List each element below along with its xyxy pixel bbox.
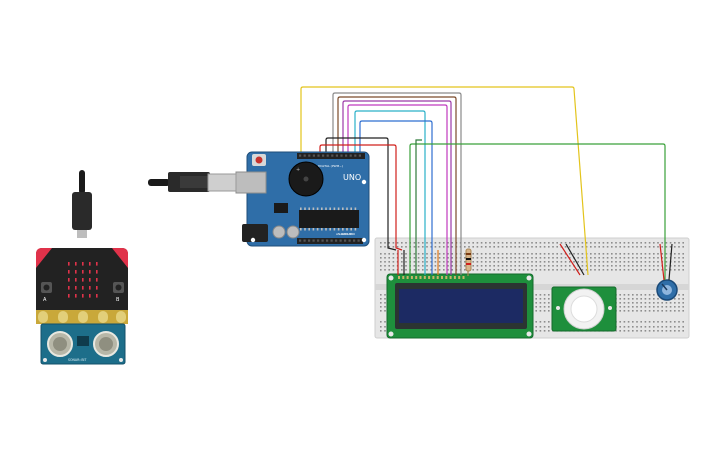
pir-sensor[interactable] <box>551 286 617 332</box>
arduino-digital-label: DIGITAL (PWM~) <box>318 164 343 168</box>
arduino-atmega-chip <box>299 210 359 228</box>
wire-blue[interactable] <box>359 120 433 275</box>
microbit-button-a-label: A <box>43 297 47 303</box>
lcd-display[interactable] <box>386 273 534 339</box>
microbit-button-b[interactable] <box>113 282 124 293</box>
microbit-button-b-label: B <box>116 297 120 303</box>
lcd-screen <box>399 289 523 323</box>
piezo-buzzer[interactable]: + <box>288 161 324 197</box>
wire-green[interactable] <box>409 143 666 280</box>
wire-cyan[interactable] <box>354 110 426 275</box>
wire-brown[interactable] <box>337 96 457 275</box>
wire-gray[interactable] <box>332 92 462 275</box>
resistor[interactable] <box>465 248 472 272</box>
arduino-brand-text: ARDUINO <box>341 232 356 236</box>
wires <box>300 86 673 281</box>
wire-black[interactable] <box>325 137 397 251</box>
usb-cable-arduino[interactable] <box>148 172 237 192</box>
svg-text:+: + <box>296 167 300 173</box>
wire-pir-red[interactable] <box>559 243 581 276</box>
wire-magenta[interactable] <box>347 104 448 275</box>
wire-pot-black[interactable] <box>668 243 673 281</box>
arduino-power-jack[interactable] <box>242 224 268 242</box>
microbit-button-a[interactable] <box>41 282 52 293</box>
sonar-bit-label: SONAR::BIT <box>68 358 86 362</box>
lcd-pins <box>398 276 465 279</box>
wire-pot-red[interactable] <box>659 243 665 281</box>
wire-pir-black[interactable] <box>565 243 585 276</box>
usb-cable-microbit[interactable] <box>72 170 92 238</box>
wire-red[interactable] <box>319 144 403 251</box>
potentiometer[interactable] <box>656 279 678 301</box>
wire-yellow[interactable] <box>300 86 589 276</box>
microbit[interactable]: A B <box>36 248 128 324</box>
arduino-analog-label: ANALOG IN <box>336 232 353 236</box>
wire-purple[interactable] <box>342 100 452 275</box>
arduino-usb-port[interactable] <box>235 171 267 194</box>
arduino-board-label: UNO <box>343 173 361 182</box>
sonar-bit-module[interactable]: SONAR::BIT <box>40 323 126 365</box>
